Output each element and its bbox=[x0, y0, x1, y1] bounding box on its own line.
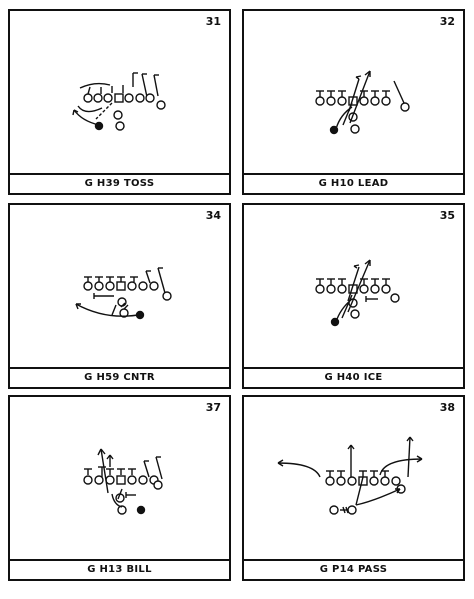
play-card-37: 37 G H13 BILL bbox=[8, 395, 231, 581]
play-number: 34 bbox=[205, 209, 221, 222]
play-diagram-32 bbox=[315, 70, 410, 135]
play-card-34: 34 G H59 CNTR bbox=[8, 203, 231, 389]
play-diagram-34 bbox=[75, 267, 172, 320]
play-caption: G H13 BILL bbox=[10, 559, 229, 579]
play-caption: G H39 TOSS bbox=[10, 173, 229, 193]
play-card-32: 32 G H10 LEAD bbox=[242, 9, 465, 195]
play-card-35: 35 G H40 ICE bbox=[242, 203, 465, 389]
play-caption: G H59 CNTR bbox=[10, 367, 229, 387]
play-card-31: 31 G H39 TOSS bbox=[8, 9, 231, 195]
play-caption: G H40 ICE bbox=[244, 367, 463, 387]
play-diagram-38 bbox=[277, 436, 423, 515]
play-number: 38 bbox=[439, 401, 455, 414]
play-card-38: 38 G P14 PASS bbox=[242, 395, 465, 581]
play-number: 31 bbox=[205, 15, 221, 28]
play-diagram-35 bbox=[315, 259, 400, 327]
play-diagram-37 bbox=[83, 448, 163, 515]
play-number: 35 bbox=[439, 209, 455, 222]
play-caption: G H10 LEAD bbox=[244, 173, 463, 193]
play-number: 37 bbox=[205, 401, 221, 414]
play-caption: G P14 PASS bbox=[244, 559, 463, 579]
play-number: 32 bbox=[439, 15, 455, 28]
play-diagram-31 bbox=[72, 72, 166, 131]
